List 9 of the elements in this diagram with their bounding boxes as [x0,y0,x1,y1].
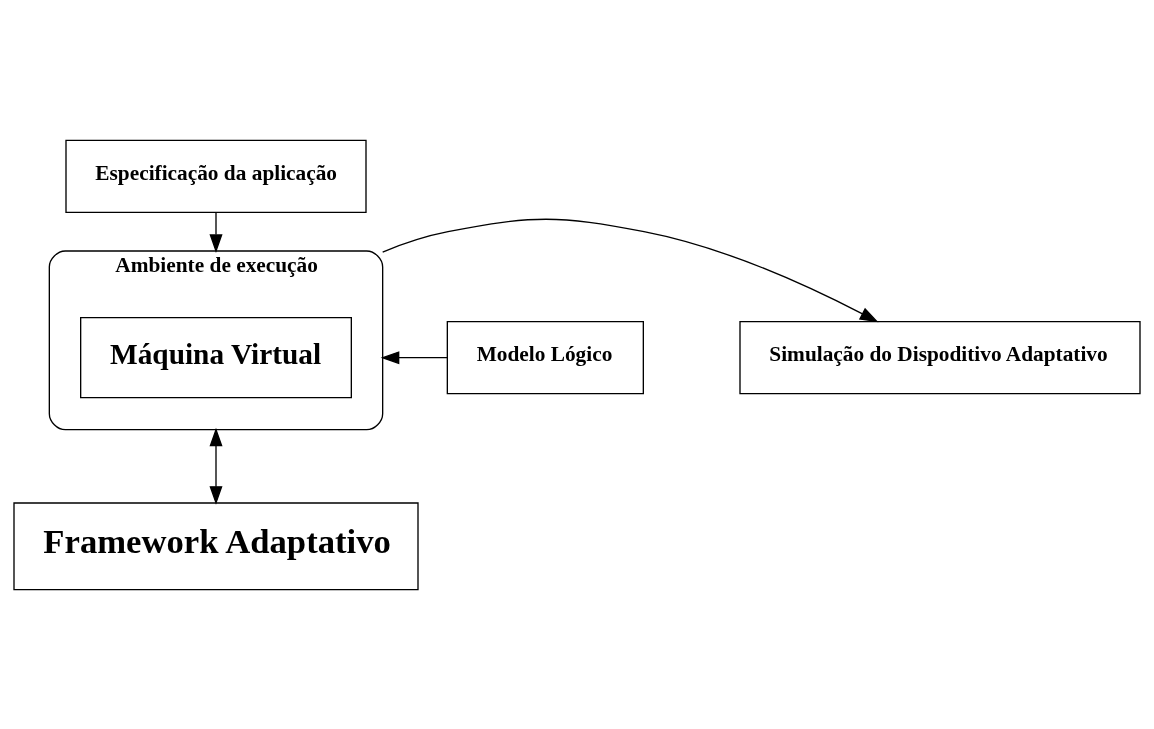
arrow [382,218,879,322]
node-box: Especificação da aplicação [65,139,367,213]
node-box: Máquina Virtual [80,316,352,398]
arrow [209,427,223,505]
node-box: Simulação do Dispoditivo Adaptativo [739,320,1141,394]
node-box: Modelo Lógico [446,320,644,394]
arrow [380,350,448,364]
node-box: Framework Adaptativo [13,501,419,590]
arrow [209,211,223,253]
